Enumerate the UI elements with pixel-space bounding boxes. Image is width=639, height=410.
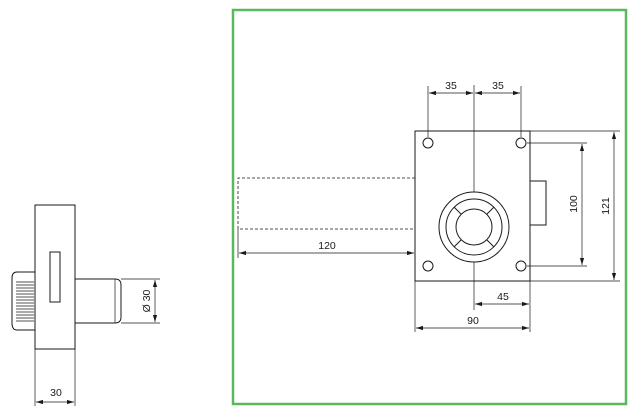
mounting-hole-tr (515, 137, 527, 149)
central-hub (438, 191, 510, 263)
dim-left-offset: 35 (445, 80, 457, 92)
front-plate (414, 130, 531, 282)
side-lug (529, 180, 547, 226)
knurled-knob (11, 271, 35, 331)
diameter-label: Ø 30 (141, 289, 153, 312)
mounting-hole-bl (422, 260, 434, 272)
side-width-label: 30 (50, 387, 62, 399)
mounting-hole-br (515, 260, 527, 272)
front-view: 35 35 120 100 121 45 90 (237, 80, 620, 332)
dim-hub-offset: 45 (497, 291, 509, 303)
side-slot (49, 251, 61, 303)
dim-hole-spacing: 100 (568, 195, 580, 213)
extension-outline (237, 177, 415, 230)
side-view: Ø 30 30 (11, 204, 160, 406)
dim-height: 121 (600, 197, 612, 215)
dim-right-offset: 35 (492, 80, 504, 92)
dim-width: 90 (467, 315, 479, 327)
dim-extension: 120 (318, 240, 336, 252)
mounting-hole-tl (422, 137, 434, 149)
front-view-frame (231, 8, 628, 406)
side-body (34, 204, 76, 350)
side-shaft (75, 278, 122, 324)
